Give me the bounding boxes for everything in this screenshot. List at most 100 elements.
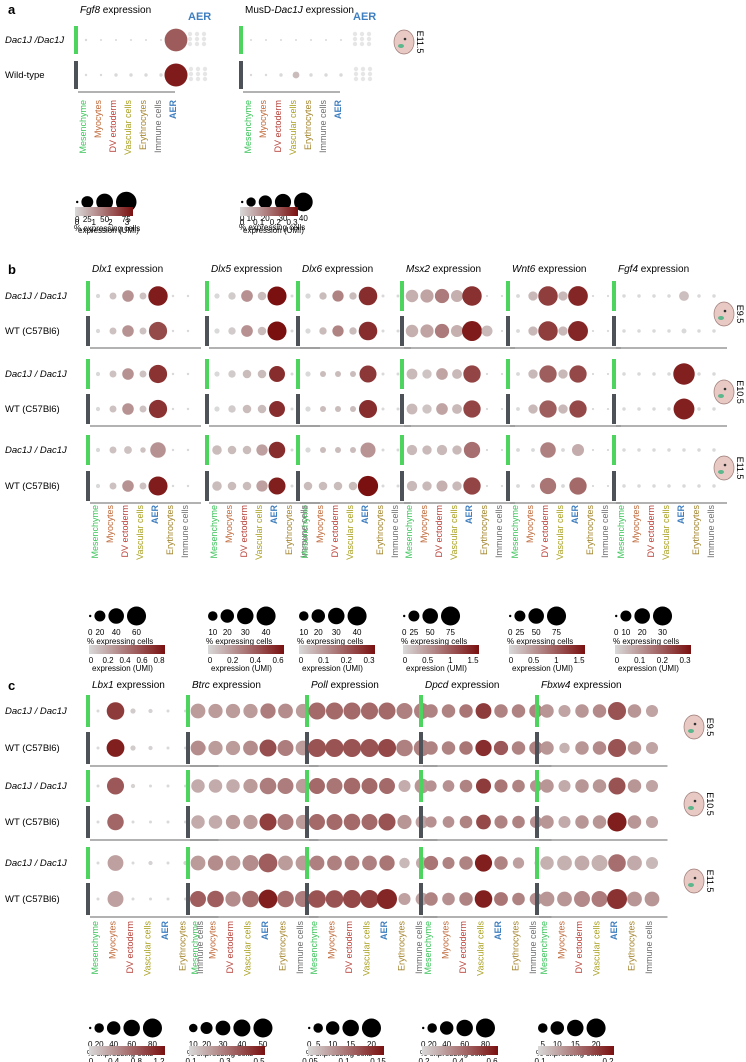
panel-b-color-key-label: 0.8 xyxy=(153,656,165,665)
tick-label-celltype: Vascular cells xyxy=(243,921,253,976)
limb-bud-eye xyxy=(723,387,727,391)
tick-label-celltype: Erythrocytes xyxy=(278,921,288,972)
panel-b-dot xyxy=(227,445,237,455)
panel-b-dot xyxy=(186,372,190,376)
panel-c-size-key-label: 20 xyxy=(428,1040,437,1049)
panel-b-size-key-dot xyxy=(311,609,326,623)
panel-a-umap-cell xyxy=(188,76,194,82)
panel-c-size-key-label: 20 xyxy=(592,1040,601,1049)
panel-c-dot xyxy=(627,855,642,871)
panel-c-genotype-bar xyxy=(535,732,539,764)
panel-c-genotype-label: WT (C57Bl6) xyxy=(5,894,60,905)
tick-label-celltype: Immune cells xyxy=(180,505,190,559)
panel-c-size-key-label: 10 xyxy=(189,1040,198,1049)
panel-b-size-key-dot xyxy=(514,610,526,622)
panel-b-dot xyxy=(290,448,294,452)
panel-b-e105-limb-bud-icon xyxy=(713,379,735,405)
limb-bud-limb xyxy=(688,806,694,810)
panel-b-color-key-label: 0.6 xyxy=(272,656,284,665)
tick-label-celltype: Myocytes xyxy=(105,505,115,544)
panel-b-dot xyxy=(405,289,419,303)
panel-c-dot xyxy=(242,855,259,871)
panel-b-dot xyxy=(682,484,686,488)
panel-b-dot xyxy=(697,407,701,411)
panel-c-dot xyxy=(325,702,344,720)
panel-b-genotype-bar xyxy=(612,281,616,311)
panel-b-size-key-dot xyxy=(94,610,106,622)
panel-b-dot xyxy=(540,442,556,458)
panel-b-dot xyxy=(381,329,385,333)
panel-c-size-key-label: 60 xyxy=(127,1040,136,1049)
tick-label-celltype: Vascular cells xyxy=(345,505,355,560)
panel-c-dot xyxy=(627,815,642,829)
panel-a-size-key-label: 25 xyxy=(83,215,92,224)
panel-c-dot xyxy=(591,855,608,871)
panel-c-dot xyxy=(148,860,153,866)
panel-b-dot xyxy=(319,292,327,300)
panel-b-dot xyxy=(622,448,626,452)
panel-a-dot xyxy=(145,39,147,41)
panel-b-color-key-label: 0 xyxy=(89,656,94,665)
panel-b-color-key-title: expression (UMI) xyxy=(302,664,363,673)
panel-b-dot xyxy=(452,404,462,414)
panel-c-color-key-label: 0.4 xyxy=(108,1057,120,1062)
panel-c-dot xyxy=(309,855,325,871)
panel-b-dot xyxy=(212,445,222,455)
title-suffix: expression xyxy=(100,5,151,16)
panel-b-dot xyxy=(481,325,493,337)
panel-b-size-key-label: 40 xyxy=(353,628,362,637)
panel-c-size-key-dot xyxy=(342,1019,359,1037)
panel-b-dot xyxy=(516,294,520,298)
panel-c-size-key-label: 0 xyxy=(88,1040,93,1049)
panel-c-genotype-bar xyxy=(419,883,423,915)
panel-b-color-bar xyxy=(299,645,375,654)
panel-b-dot xyxy=(257,404,267,414)
panel-b-dot xyxy=(637,329,641,333)
panel-b-dot xyxy=(485,294,489,298)
panel-c-dot xyxy=(360,889,379,909)
panel-b-e105-stage-label: E10.5 xyxy=(735,380,745,404)
panel-c-size-key-dot xyxy=(200,1021,213,1035)
panel-b-dot xyxy=(228,292,236,300)
panel-b-dot xyxy=(290,372,294,376)
panel-a-aer-label: AER xyxy=(188,11,211,23)
panel-c-dot xyxy=(396,703,413,719)
panel-b-genotype-bar xyxy=(86,394,90,424)
tick-label-celltype: Mesenchyme xyxy=(90,921,100,975)
title-prefix: MusD- xyxy=(245,5,274,16)
panel-b-dot xyxy=(667,448,671,452)
panel-c-dot xyxy=(608,777,626,795)
panel-a-umap-cell xyxy=(195,76,201,82)
tick-label-celltype: AER xyxy=(609,921,619,941)
panel-c-dot xyxy=(540,856,554,870)
panel-b-size-key-dot xyxy=(403,614,406,618)
tick-label-celltype: AER xyxy=(676,505,686,525)
panel-b-dot xyxy=(396,372,400,376)
panel-b-color-key-label: 0.5 xyxy=(528,656,540,665)
panel-b-genotype-bar xyxy=(296,435,300,465)
panel-b-color-key-label: 0.1 xyxy=(634,656,646,665)
panel-b-genotype-bar xyxy=(506,394,510,424)
panel-c-dot xyxy=(493,740,509,756)
panel-b-dot xyxy=(186,448,190,452)
panel-b-color-key-title: expression (UMI) xyxy=(618,664,679,673)
panel-c-dot xyxy=(190,740,206,756)
tick-label-celltype: DV ectoderm xyxy=(120,505,130,558)
panel-b-color-key-label: 0.2 xyxy=(657,656,669,665)
panel-a-size-key-label: 30 xyxy=(279,214,288,223)
panel-b-e95-limb-bud-icon xyxy=(713,301,735,327)
panel-a-dot xyxy=(295,39,297,41)
limb-bud-shape xyxy=(713,455,735,481)
panel-b-dot xyxy=(569,477,587,495)
panel-a-umap-cell xyxy=(194,31,200,37)
panel-c-size-key-label: 60 xyxy=(460,1040,469,1049)
tick-label-celltype: Myocytes xyxy=(315,505,325,544)
panel-a-dot xyxy=(292,71,300,79)
panel-c-genotype-bar xyxy=(535,695,539,727)
tick-label-celltype: Vascular cells xyxy=(555,505,565,560)
panel-b-dot xyxy=(679,291,689,301)
tick-label-celltype: DV ectoderm xyxy=(239,505,249,558)
panel-b-size-key-title: % expressing cells xyxy=(87,637,153,646)
panel-b-dot xyxy=(305,447,311,453)
